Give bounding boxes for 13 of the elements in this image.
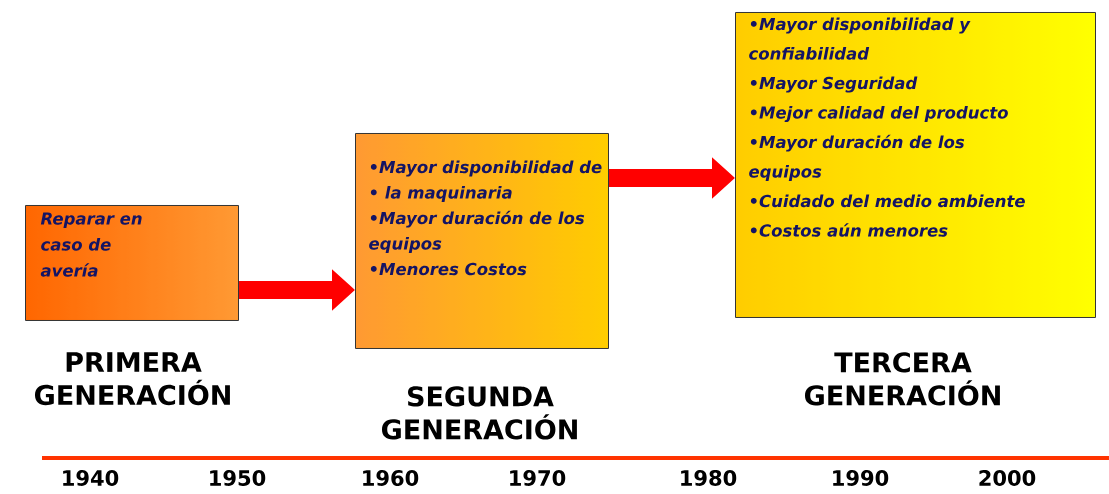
- year-label: 1990: [833, 470, 889, 486]
- year-label: 1950: [210, 470, 266, 486]
- year-label: 1960: [363, 470, 419, 486]
- year-label: 2000: [979, 470, 1036, 486]
- text-box: •Mayor disponibilidad y confiabilidad •Mayor Seguridad •Mejor calidad del producto •Mayor duración de los equipos •Cuidado del medio ambiente •Costos aún menores: [735, 12, 1096, 318]
- year-label: 1940: [63, 470, 119, 486]
- text-box: •Mayor disponibilidad de • la maquinaria •Mayor duración de los equipos •Menores Costos: [355, 133, 609, 349]
- year-label: 1980: [681, 470, 737, 486]
- generation-label: PRIMERA GENERACIÓN: [35, 352, 230, 406]
- generation-label: TERCERA GENERACIÓN: [805, 352, 1000, 406]
- text-box: Reparar en caso de avería: [25, 205, 239, 321]
- generation-label: SEGUNDA GENERACIÓN: [382, 386, 577, 440]
- year-label: 1970: [510, 470, 566, 486]
